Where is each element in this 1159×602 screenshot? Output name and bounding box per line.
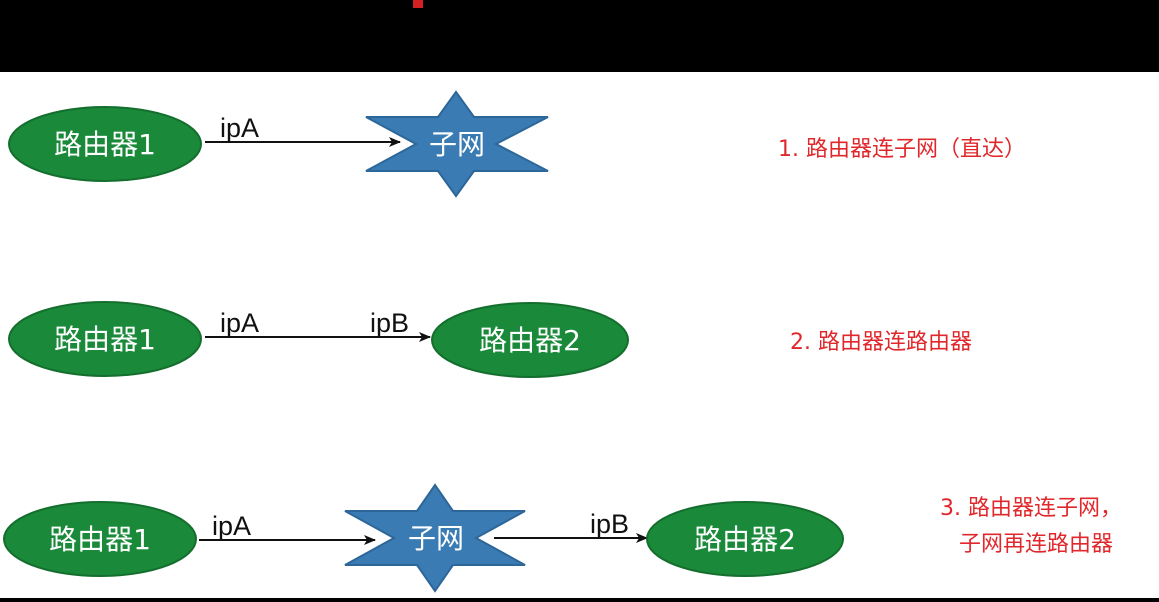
subnet-label-s3: 子网 [408,522,464,555]
description-s1: 1. 路由器连子网（直达） [778,137,1026,162]
subnet-star-s3 [344,483,526,593]
router-node-s3-a [3,501,197,577]
description-s3-line1: 3. 路由器连子网， [940,496,1122,521]
scenario-1: 路由器1 ipA 子网 1. 路由器连子网（直达） [8,90,1026,198]
router-node-s2-a [8,301,202,377]
port-label-s3-b: ipB [590,509,629,539]
subnet-label-s1: 子网 [429,128,485,161]
network-diagram: 路由器1 ipA 子网 1. 路由器连子网（直达） 路由器1 路由器2 ipA … [3,90,1122,593]
port-label-s3-a: ipA [212,511,251,541]
router-label-s3-a: 路由器1 [49,523,151,556]
port-label-s2-b: ipB [370,308,409,338]
router-node-s2-b [431,302,629,378]
top-black-bar [0,0,1159,72]
scenario-3: 路由器1 子网 路由器2 ipA ipB 3. 路由器连子网， 子网再连路由器 [3,483,1122,593]
red-marker [413,0,423,8]
router-label-s2-a: 路由器1 [54,323,156,356]
router-label-s1-a: 路由器1 [54,128,156,161]
port-label-s1-a: ipA [220,113,259,143]
description-s2: 2. 路由器连路由器 [790,330,972,355]
scenario-2: 路由器1 路由器2 ipA ipB 2. 路由器连路由器 [8,301,972,378]
router-label-s3-b: 路由器2 [694,523,796,556]
router-node-s3-b [646,501,844,577]
diagram-canvas: 路由器1 ipA 子网 1. 路由器连子网（直达） 路由器1 路由器2 ipA … [0,72,1159,598]
subnet-star-s1 [365,90,549,198]
router-node-s1-a [8,106,202,182]
description-s3-line2: 子网再连路由器 [959,532,1113,557]
port-label-s2-a: ipA [220,308,259,338]
router-label-s2-b: 路由器2 [479,324,581,357]
